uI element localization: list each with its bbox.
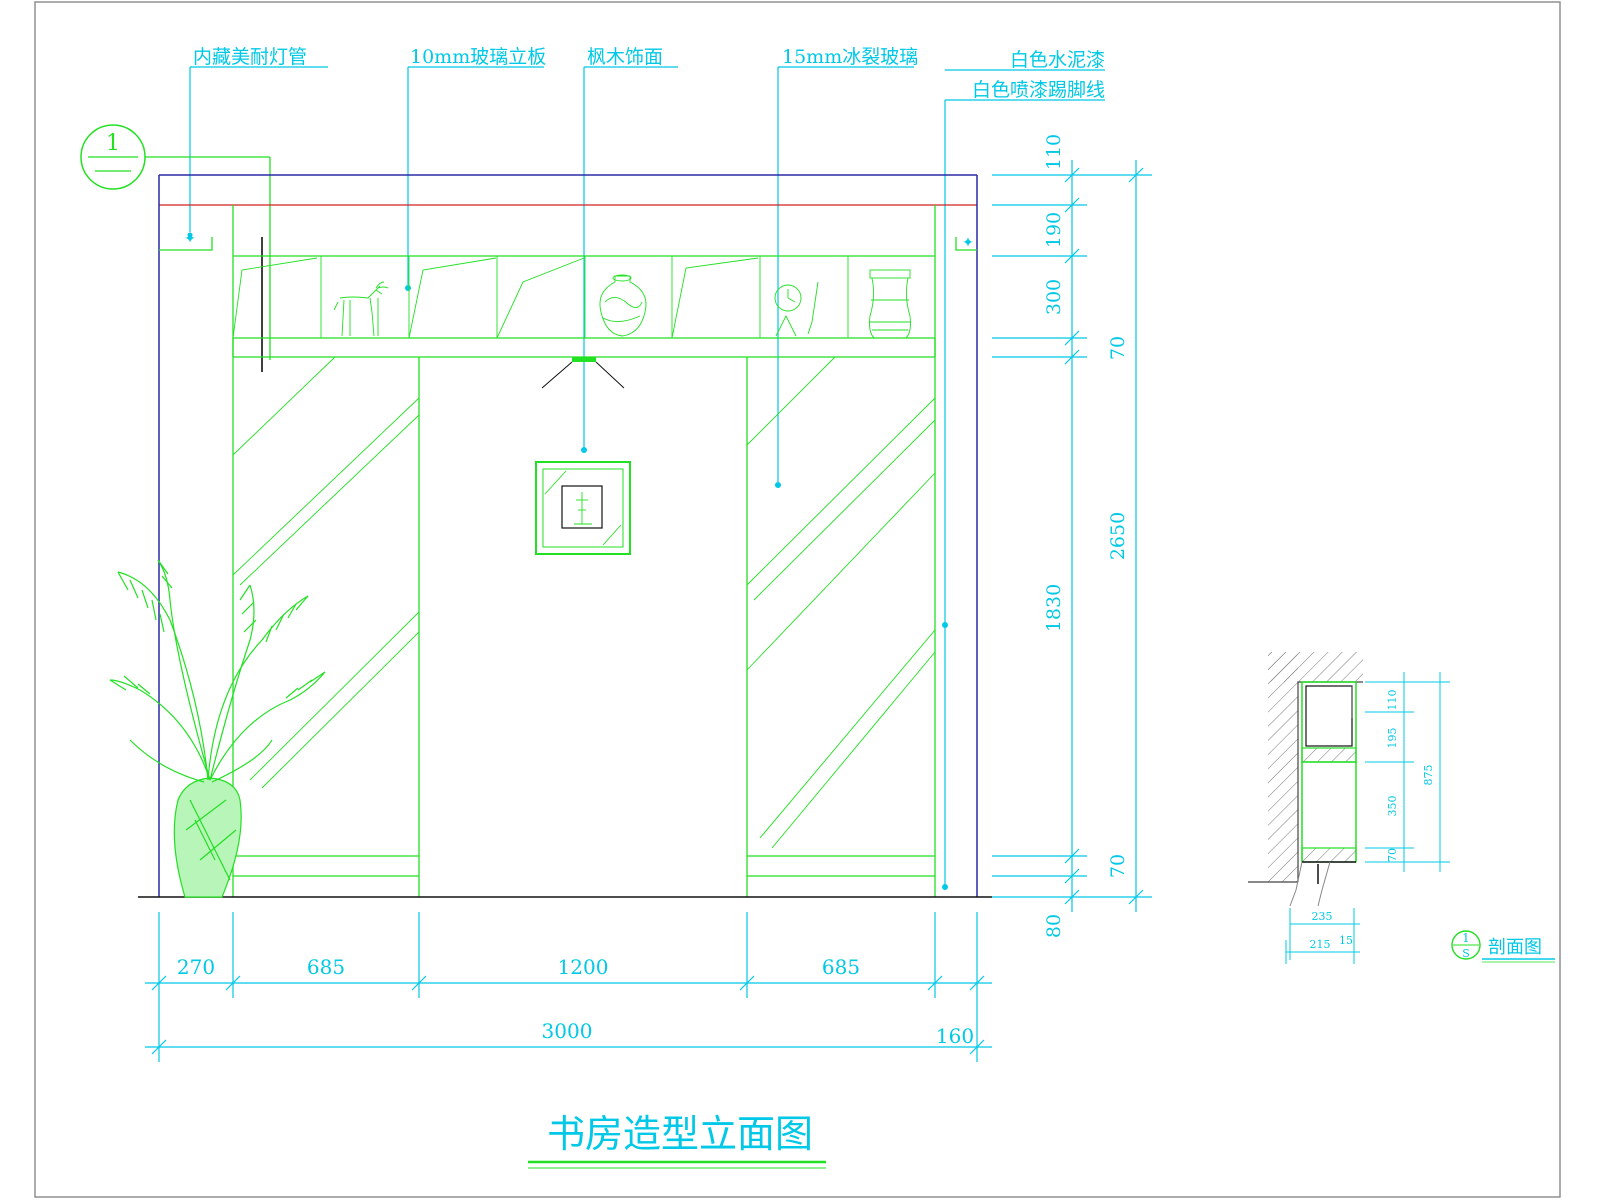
dim-v-70-bottom: 70 xyxy=(1107,854,1129,878)
section-detail-marker-bottom: S xyxy=(1462,947,1470,960)
callout-maple: 枫木饰面 xyxy=(587,46,663,68)
urn-icon xyxy=(869,269,911,339)
dim-v-190: 190 xyxy=(1043,212,1065,248)
dim-h-3000: 3000 xyxy=(542,1019,593,1043)
light-fixture-left-icon: ✦ xyxy=(184,231,196,247)
sheet-border xyxy=(34,1,1561,1198)
callout-paint-2: 白色喷漆踢脚线 xyxy=(972,79,1105,101)
callout-leaders xyxy=(187,66,1105,890)
clock-icon xyxy=(774,281,819,337)
section-detail-marker xyxy=(1451,930,1555,963)
drawing-title: 书房造型立面图 xyxy=(547,1112,813,1156)
section-detail-dimensions xyxy=(1285,672,1450,964)
dim-h-685-left: 685 xyxy=(307,955,345,979)
downlight-icon xyxy=(541,357,625,389)
glass-reflections-right xyxy=(746,356,936,849)
horizontal-dimensions xyxy=(145,912,992,1062)
callout-ice-glass: 15mm冰裂玻璃 xyxy=(782,46,918,68)
dim-h-160: 160 xyxy=(936,1024,974,1048)
section-marker xyxy=(80,124,271,372)
dim-v-70-top: 70 xyxy=(1107,336,1129,360)
candlestick-icon xyxy=(574,492,592,525)
detail-dim-110: 110 xyxy=(1386,690,1399,711)
section-marker-number: 1 xyxy=(106,131,120,156)
detail-dim-215: 215 xyxy=(1310,938,1331,951)
detail-dim-350: 350 xyxy=(1386,796,1399,817)
dim-h-270: 270 xyxy=(177,955,215,979)
dim-h-685-right: 685 xyxy=(822,955,860,979)
section-detail-marker-top: 1 xyxy=(1462,931,1470,945)
elevation: ✦ ✦ xyxy=(138,174,992,898)
vase-icon xyxy=(599,274,647,337)
dim-v-300: 300 xyxy=(1043,279,1065,315)
dim-v-110: 110 xyxy=(1043,134,1065,170)
wall-art-frame xyxy=(535,461,631,555)
callout-paint-1: 白色水泥漆 xyxy=(1010,49,1105,71)
section-detail-label: 剖面图 xyxy=(1488,937,1542,958)
callout-glass-shelf: 10mm玻璃立板 xyxy=(410,46,546,68)
vertical-dimensions xyxy=(992,160,1152,912)
dim-h-1200: 1200 xyxy=(558,955,609,979)
potted-plant-icon xyxy=(109,559,326,898)
dim-v-1830: 1830 xyxy=(1043,584,1065,632)
light-fixture-right-icon: ✦ xyxy=(962,235,974,251)
callout-light: 内藏美耐灯管 xyxy=(193,46,307,68)
goat-figurine-icon xyxy=(333,281,389,337)
detail-dim-70: 70 xyxy=(1386,848,1399,862)
detail-dim-15: 15 xyxy=(1339,934,1353,947)
section-detail xyxy=(1248,652,1363,907)
dim-v-80: 80 xyxy=(1043,914,1065,938)
detail-dim-195: 195 xyxy=(1386,728,1399,749)
glass-reflections-left xyxy=(232,356,420,789)
detail-dim-875: 875 xyxy=(1422,765,1435,786)
detail-dim-235: 235 xyxy=(1312,910,1333,923)
dim-v-2650: 2650 xyxy=(1107,512,1129,560)
